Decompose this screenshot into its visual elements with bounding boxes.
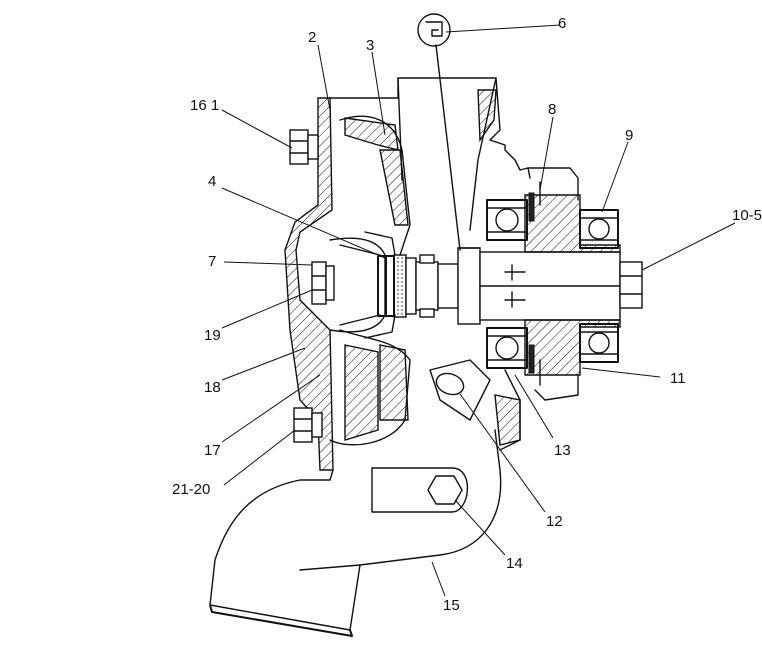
left-flange-plate [284, 97, 334, 471]
housing-wall-sections [344, 89, 521, 446]
callout-labels: 16 1 2 3 4 6 7 8 9 10-5 11 12 13 14 15 1… [172, 15, 762, 614]
callout-8: 8 [548, 101, 556, 118]
right-end-nut [619, 261, 643, 309]
inner-ball-bearing-bottom [486, 327, 528, 369]
seal-ring-stack [377, 254, 417, 318]
callout-10-5: 10-5 [732, 207, 762, 224]
retaining-rings [528, 192, 535, 374]
callout-2: 2 [308, 29, 316, 46]
callout-12: 12 [546, 513, 563, 530]
upper-left-bolt [289, 129, 319, 165]
callout-17: 17 [204, 442, 221, 459]
rotor-shaft [479, 251, 621, 321]
service-symbol-icon [417, 13, 451, 47]
inner-ball-bearing-top [486, 199, 528, 241]
outer-ball-bearing-top [579, 209, 619, 249]
oil-drain-passage [429, 359, 491, 421]
callout-11: 11 [670, 370, 686, 387]
callout-7: 7 [208, 253, 216, 270]
callout-6: 6 [558, 15, 566, 32]
callout-3: 3 [366, 37, 374, 54]
callout-4: 4 [208, 173, 216, 190]
lower-left-bolt [293, 407, 323, 443]
callout-18: 18 [204, 379, 221, 396]
callout-9: 9 [625, 127, 633, 144]
callout-16-1: 16 1 [190, 97, 219, 114]
callout-19: 19 [204, 327, 221, 344]
leader-lines [221, 24, 736, 597]
shaft-nut [311, 261, 335, 305]
thrust-collar [415, 247, 481, 325]
outer-ball-bearing-bottom [579, 323, 619, 363]
callout-13: 13 [554, 442, 571, 459]
inlet-flange-block [371, 467, 469, 513]
callout-14: 14 [506, 555, 523, 572]
oil-feed-line [435, 44, 461, 251]
callout-21-20: 21-20 [172, 481, 210, 498]
bearing-housing [524, 167, 621, 401]
callout-15: 15 [443, 597, 460, 614]
